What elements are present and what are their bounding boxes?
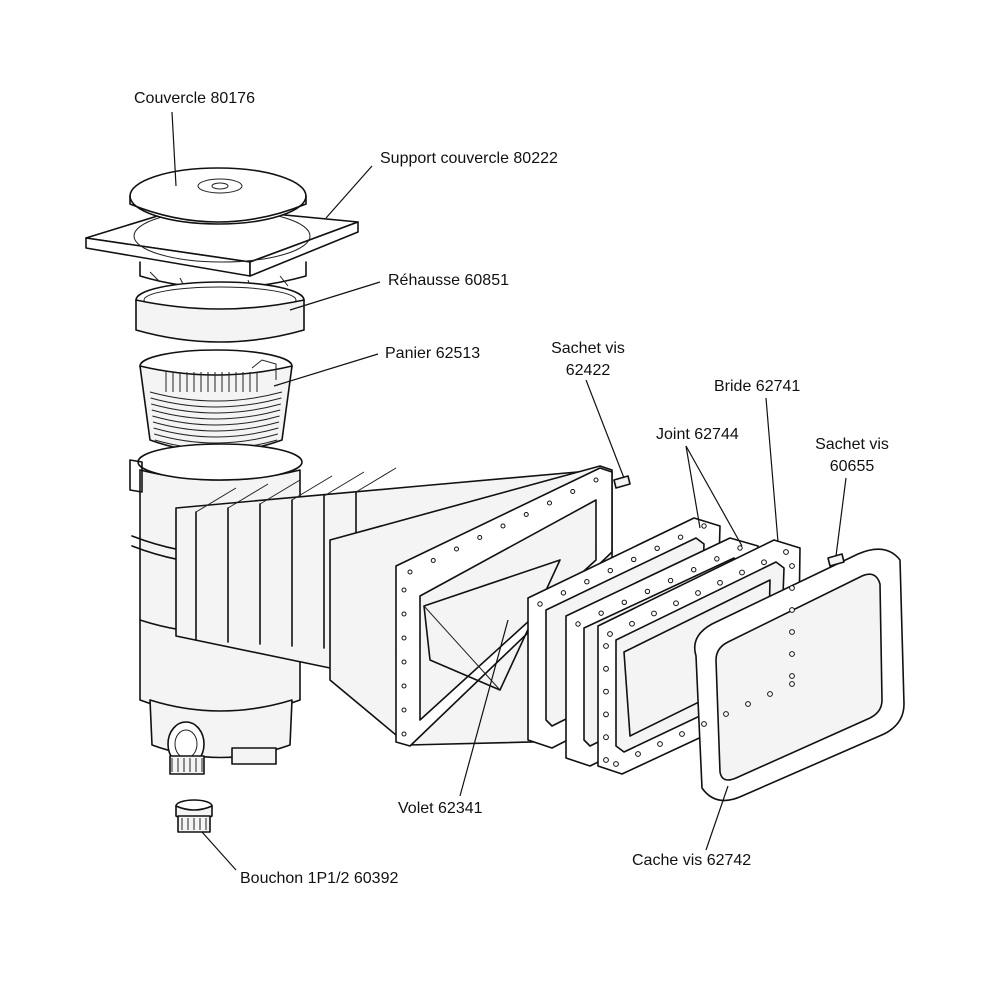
sachet-vis-62422-label: Sachet vis 62422 — [540, 338, 636, 382]
cache-vis-part — [693, 548, 905, 802]
sachet-vis-62422-label-line2: 62422 — [565, 362, 611, 379]
volet-label: Volet 62341 — [398, 800, 483, 817]
support-couvercle-part — [85, 205, 359, 295]
couvercle-part — [129, 167, 307, 225]
sachet-vis-62422-screw — [613, 475, 631, 489]
panier-label: Panier 62513 — [385, 345, 481, 362]
sachet-vis-60655-label-line1: Sachet vis — [815, 436, 889, 453]
joint-label: Joint 62744 — [656, 426, 739, 443]
sachet-vis-62422-label-line1: Sachet vis — [551, 340, 625, 357]
sachet-vis-60655-label: Sachet vis 60655 — [804, 434, 900, 478]
support-couvercle-label: Support couvercle 80222 — [380, 150, 558, 167]
skimmer-throat — [175, 465, 613, 747]
rehausse-part — [135, 281, 305, 343]
sachet-vis-60655-label-line2: 60655 — [829, 458, 875, 475]
couvercle-label: Couvercle 80176 — [134, 90, 255, 107]
bouchon-part — [175, 799, 213, 833]
bride-label: Bride 62741 — [714, 378, 801, 395]
rehausse-label: Réhausse 60851 — [388, 272, 509, 289]
panier-part — [139, 349, 293, 453]
bouchon-label: Bouchon 1P1/2 60392 — [240, 870, 399, 887]
leader-lines — [171, 111, 847, 871]
sachet-vis-60655-screw — [827, 553, 845, 567]
cache-vis-label: Cache vis 62742 — [632, 852, 752, 869]
